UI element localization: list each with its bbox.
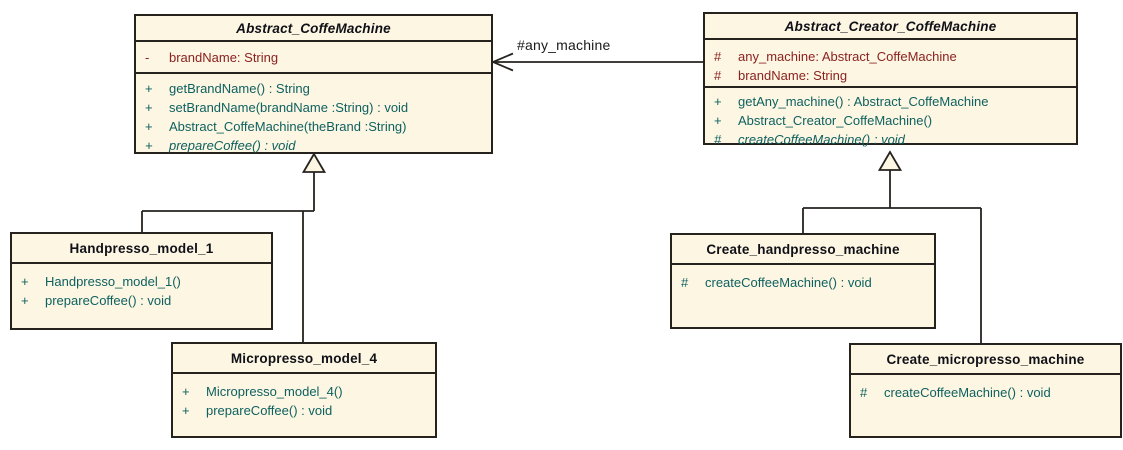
class-abstract-creator-coffemachine[interactable]: Abstract_Creator_CoffeMachine # any_mach… — [703, 12, 1078, 147]
generalization-right-triangle-icon — [877, 150, 903, 171]
visibility-symbol: + — [145, 119, 153, 134]
methods-compartment: + Handpresso_model_1() + prepareCoffee()… — [12, 264, 271, 328]
method-text: prepareCoffee() : void — [206, 403, 333, 418]
method-text: getAny_machine() : Abstract_CoffeMachine — [738, 94, 989, 109]
visibility-symbol: - — [145, 50, 150, 65]
methods-compartment: # createCoffeeMachine() : void — [672, 265, 934, 327]
method-row: + setBrandName(brandName :String) : void — [136, 98, 491, 117]
methods-compartment: # createCoffeeMachine() : void — [851, 375, 1120, 436]
visibility-symbol: + — [21, 293, 29, 308]
method-row: # createCoffeeMachine() : void — [851, 383, 1120, 402]
method-row: + Abstract_Creator_CoffeMachine() — [705, 111, 1076, 130]
class-name: Abstract_Creator_CoffeMachine — [705, 14, 1076, 40]
method-row: + getBrandName() : String — [136, 79, 491, 98]
visibility-symbol: + — [182, 384, 190, 399]
visibility-symbol: # — [681, 275, 689, 290]
methods-compartment: + getAny_machine() : Abstract_CoffeMachi… — [705, 88, 1076, 149]
method-row: + Micropresso_model_4() — [173, 382, 435, 401]
visibility-symbol: + — [21, 274, 29, 289]
attribute-text: any_machine: Abstract_CoffeMachine — [738, 49, 957, 64]
abstract-method-row: + prepareCoffee() : void — [136, 136, 491, 155]
method-text: createCoffeeMachine() : void — [884, 385, 1051, 400]
generalization-left-lines — [141, 172, 315, 342]
method-text: setBrandName(brandName :String) : void — [169, 100, 409, 115]
visibility-symbol: + — [182, 403, 190, 418]
visibility-symbol: + — [145, 100, 153, 115]
class-create-micropresso-machine[interactable]: Create_micropresso_machine # createCoffe… — [849, 343, 1122, 438]
method-row: + getAny_machine() : Abstract_CoffeMachi… — [705, 92, 1076, 111]
visibility-symbol: # — [714, 68, 722, 83]
method-text: Abstract_CoffeMachine(theBrand :String) — [169, 119, 407, 134]
visibility-symbol: + — [145, 81, 153, 96]
association-open-arrowhead-icon — [490, 52, 514, 72]
visibility-symbol: # — [714, 49, 722, 64]
attribute-row: - brandName: String — [136, 48, 491, 67]
method-text: Micropresso_model_4() — [206, 384, 343, 399]
method-row: + prepareCoffee() : void — [12, 291, 271, 310]
method-text: prepareCoffee() : void — [45, 293, 172, 308]
class-name: Create_handpresso_machine — [672, 235, 934, 265]
method-text: createCoffeeMachine() : void — [738, 132, 905, 147]
generalization-left-triangle-icon — [301, 152, 327, 173]
visibility-symbol: + — [714, 113, 722, 128]
method-text: Handpresso_model_1() — [45, 274, 181, 289]
visibility-symbol: # — [714, 132, 722, 147]
class-abstract-coffemachine[interactable]: Abstract_CoffeMachine - brandName: Strin… — [134, 14, 493, 154]
method-row: + Handpresso_model_1() — [12, 272, 271, 291]
class-name: Abstract_CoffeMachine — [136, 16, 491, 42]
visibility-symbol: + — [714, 94, 722, 109]
visibility-symbol: + — [145, 138, 153, 153]
method-text: createCoffeeMachine() : void — [705, 275, 872, 290]
class-micropresso-model-4[interactable]: Micropresso_model_4 + Micropresso_model_… — [171, 342, 437, 438]
abstract-method-row: # createCoffeeMachine() : void — [705, 130, 1076, 149]
generalization-right-lines — [802, 170, 982, 343]
method-text: getBrandName() : String — [169, 81, 310, 96]
attribute-row: # brandName: String — [705, 66, 1076, 85]
attribute-text: brandName: String — [169, 50, 279, 65]
method-row: # createCoffeeMachine() : void — [672, 273, 934, 292]
visibility-symbol: # — [860, 385, 868, 400]
method-row: + Abstract_CoffeMachine(theBrand :String… — [136, 117, 491, 136]
method-text: prepareCoffee() : void — [169, 138, 296, 153]
attributes-compartment: - brandName: String — [136, 42, 491, 74]
association-role-label: #any_machine — [517, 37, 611, 53]
attributes-compartment: # any_machine: Abstract_CoffeMachine # b… — [705, 40, 1076, 88]
class-name: Micropresso_model_4 — [173, 344, 435, 374]
attribute-text: brandName: String — [738, 68, 848, 83]
class-handpresso-model-1[interactable]: Handpresso_model_1 + Handpresso_model_1(… — [10, 232, 273, 330]
class-name: Create_micropresso_machine — [851, 345, 1120, 375]
methods-compartment: + getBrandName() : String + setBrandName… — [136, 74, 491, 155]
method-text: Abstract_Creator_CoffeMachine() — [738, 113, 933, 128]
attribute-row: # any_machine: Abstract_CoffeMachine — [705, 47, 1076, 66]
class-name: Handpresso_model_1 — [12, 234, 271, 264]
methods-compartment: + Micropresso_model_4() + prepareCoffee(… — [173, 374, 435, 436]
method-row: + prepareCoffee() : void — [173, 401, 435, 420]
class-create-handpresso-machine[interactable]: Create_handpresso_machine # createCoffee… — [670, 233, 936, 329]
